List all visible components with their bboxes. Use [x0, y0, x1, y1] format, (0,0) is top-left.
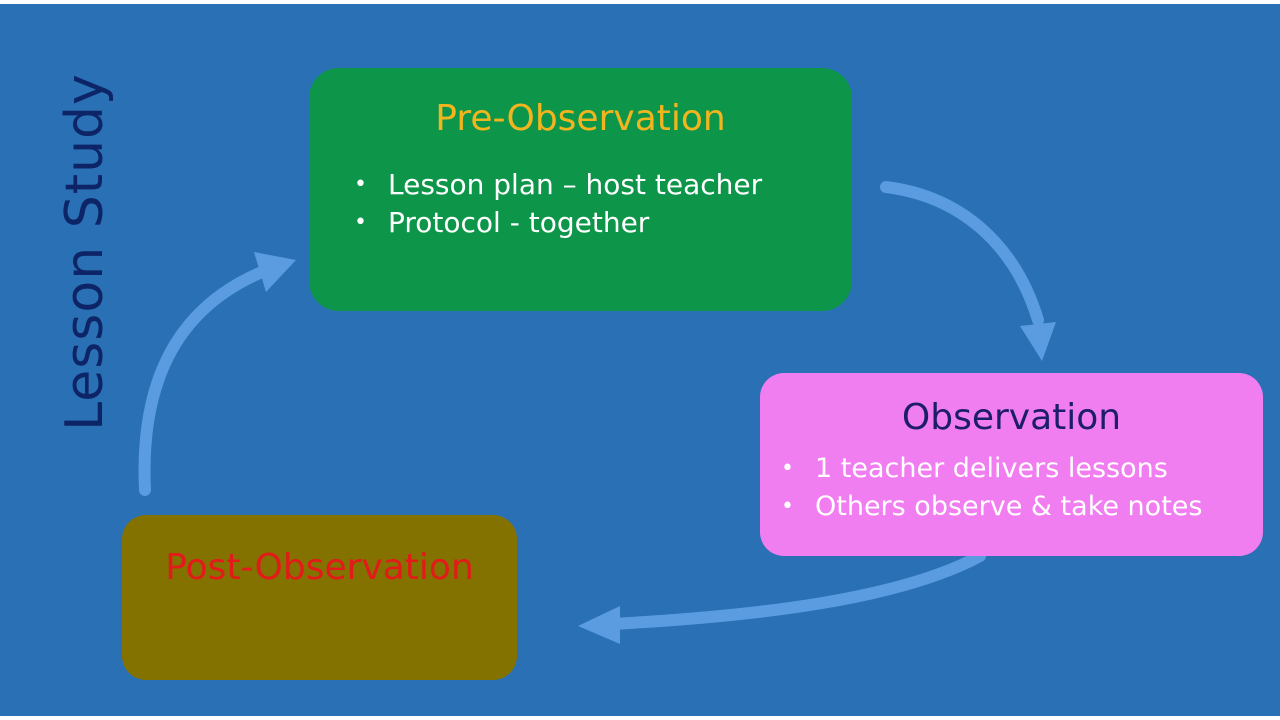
list-item: • Others observe & take notes: [779, 488, 1202, 526]
observation-box: Observation • 1 teacher delivers lessons …: [760, 373, 1263, 556]
list-item: • Lesson plan – host teacher: [352, 166, 762, 204]
observation-list: • 1 teacher delivers lessons • Others obse…: [779, 450, 1202, 526]
observation-title: Observation: [901, 397, 1122, 438]
cycle-arrows: [138, 181, 1056, 644]
arrow-pre-to-observation: [880, 181, 1056, 361]
list-item: • Protocol - together: [352, 204, 762, 242]
list-item: • 1 teacher delivers lessons: [779, 450, 1202, 488]
post-observation-box: Post-Observation: [122, 515, 517, 680]
pre-observation-title: Pre-Observation: [435, 98, 726, 139]
arrow-post-to-pre: [138, 252, 296, 496]
bullet-dot-icon: •: [781, 456, 794, 481]
arrow-observation-to-post: [578, 550, 986, 644]
pre-observation-list: • Lesson plan – host teacher • Protocol - …: [352, 166, 762, 242]
slide-canvas: Lesson Study Pre-Observation • Lesson pla…: [0, 4, 1280, 716]
bullet-dot-icon: •: [354, 172, 367, 197]
bullet-dot-icon: •: [354, 210, 367, 235]
bullet-dot-icon: •: [781, 494, 794, 519]
pre-observation-box: Pre-Observation • Lesson plan – host teac…: [309, 68, 852, 311]
list-item-text: Lesson plan – host teacher: [388, 168, 763, 201]
list-item-text: Others observe & take notes: [815, 491, 1203, 522]
page-title: Lesson Study: [55, 73, 115, 431]
list-item-text: 1 teacher delivers lessons: [815, 453, 1168, 484]
post-observation-title: Post-Observation: [165, 547, 474, 588]
list-item-text: Protocol - together: [388, 206, 650, 239]
